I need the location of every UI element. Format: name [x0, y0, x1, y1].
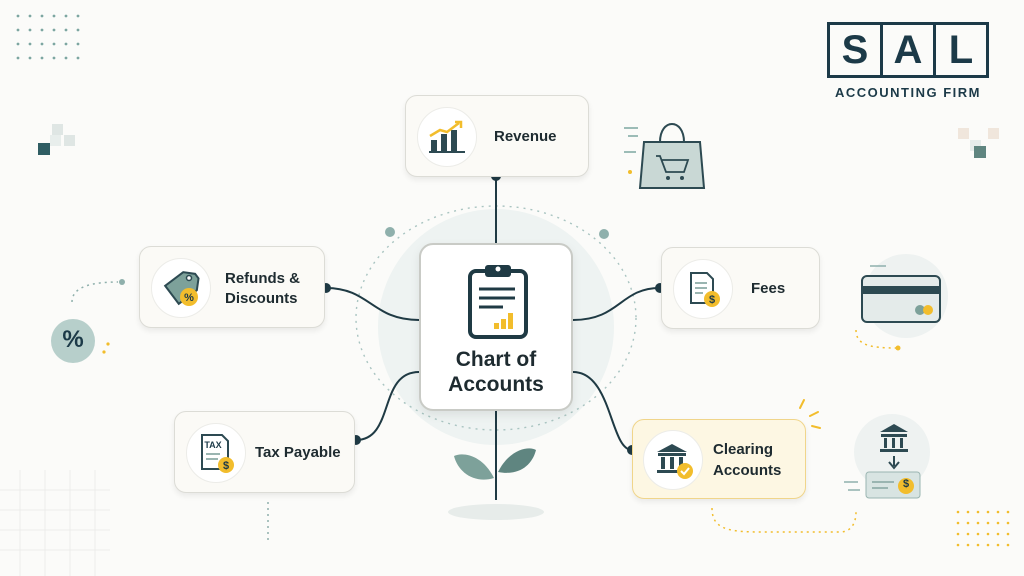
tax-icon-circle: TAX $	[186, 423, 246, 483]
orbit-dot-left	[385, 227, 395, 237]
refunds-icon-circle: %	[151, 258, 211, 318]
dotted-path-card	[855, 329, 897, 349]
dot-grid-top-left	[16, 14, 80, 60]
bank-check-icon	[657, 444, 693, 479]
center-title-line1: Chart of	[455, 348, 537, 371]
node-chart-of-accounts[interactable]: Chart of Accounts	[419, 243, 573, 411]
revenue-label: Revenue	[494, 128, 557, 145]
dot-grid-bottom-right	[956, 510, 1010, 547]
node-revenue[interactable]: Revenue	[405, 95, 589, 177]
plant-sprout-icon	[448, 448, 544, 520]
bar-chart-up-icon	[429, 120, 465, 153]
price-tag-percent-icon: %	[163, 271, 200, 306]
grid-lines-bottom-left	[0, 470, 110, 576]
clearing-label-line1: Clearing	[713, 441, 774, 458]
tax-payable-label: Tax Payable	[255, 444, 341, 461]
orbit-dot-right	[599, 229, 609, 239]
node-fees[interactable]: $ Fees	[661, 247, 820, 329]
square-mosaic-right	[958, 128, 999, 158]
tax-document-icon: TAX $	[201, 434, 234, 473]
node-refunds-discounts[interactable]: % Refunds & Discounts	[139, 246, 325, 328]
connector-tax	[355, 371, 420, 441]
logo-letter-l: L	[948, 27, 974, 72]
clipboard-chart-icon	[468, 265, 528, 339]
center-title: Chart of Accounts	[421, 347, 571, 397]
firm-logo: S A L	[827, 22, 989, 78]
connector-fees	[572, 287, 661, 321]
shopping-bag-icon	[624, 123, 706, 189]
logo-letter-a: A	[883, 25, 936, 75]
sparkle-icon	[799, 399, 821, 429]
revenue-icon-circle	[417, 107, 477, 167]
percent-badge-icon	[51, 319, 110, 363]
dotted-path-clearing	[711, 507, 857, 533]
logo-letter-s: S	[830, 25, 883, 75]
document-dollar-icon: $	[690, 272, 720, 307]
clearing-icon-circle	[643, 430, 703, 490]
dotted-path-card-dot	[895, 345, 901, 351]
svg-text:$: $	[223, 460, 229, 472]
connector-refunds	[325, 287, 420, 321]
bank-transfer-icon	[844, 414, 930, 499]
percent-symbol-text: %	[62, 326, 84, 353]
logo-tagline: ACCOUNTING FIRM	[835, 85, 981, 100]
square-mosaic-left	[38, 124, 75, 155]
fees-icon-circle: $	[673, 259, 733, 319]
connector-clearing	[572, 371, 633, 451]
fees-label: Fees	[751, 280, 786, 297]
svg-text:%: %	[184, 292, 194, 304]
node-clearing-accounts[interactable]: Clearing Accounts	[632, 419, 806, 499]
center-title-line2: Accounts	[448, 373, 544, 396]
clearing-label-line2: Accounts	[713, 462, 782, 479]
node-tax-payable[interactable]: TAX $ Tax Payable	[174, 411, 355, 493]
bank-transfer-dollar-text: $	[902, 478, 910, 490]
dotted-path-left	[71, 281, 119, 303]
refunds-label-line2: Discounts	[225, 290, 298, 307]
tax-icon-text: TAX	[204, 440, 221, 450]
credit-card-icon	[861, 254, 948, 338]
dotted-path-left-dot	[119, 279, 125, 285]
svg-text:$: $	[709, 294, 715, 306]
refunds-label-line1: Refunds &	[225, 270, 300, 287]
